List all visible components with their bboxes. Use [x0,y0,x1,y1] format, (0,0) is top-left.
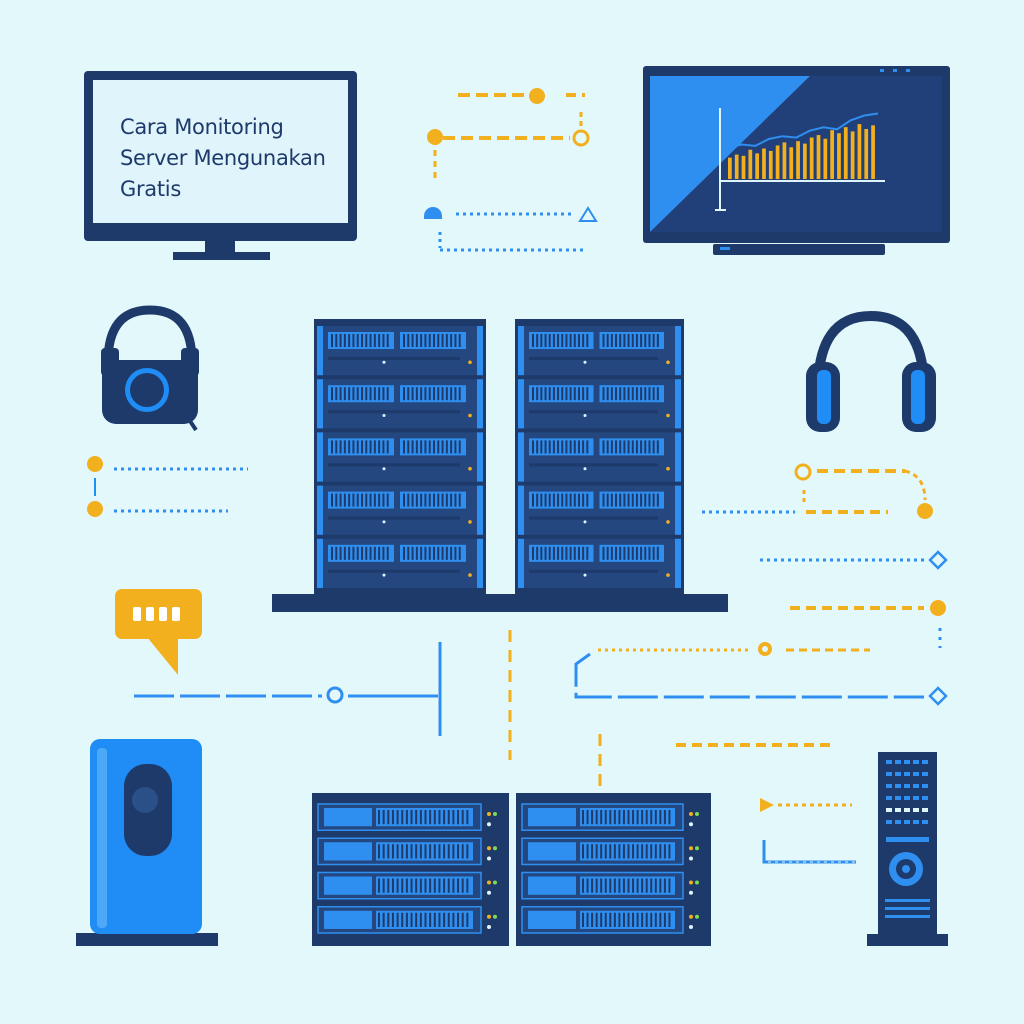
triangle-marker-icon [578,206,598,222]
router-display [886,837,929,842]
dashboard-bar [857,124,862,179]
rack-unit [317,485,483,535]
router-led [895,820,901,824]
dashboard-bar [741,155,746,179]
router-led [904,820,910,824]
rack-unit [317,906,497,934]
router-led [913,760,919,764]
router-led [922,772,928,776]
dashboard-bar [843,127,848,179]
router-led [904,784,910,788]
dashboard-bar [796,141,800,179]
server-rack-bottom-left [312,793,509,946]
router-led [895,760,901,764]
dashboard-bars [728,124,875,179]
router-icon [867,752,948,946]
dashboard-bar [762,148,766,179]
chat-bubble-icon [115,589,202,675]
monitor-title-line-1: Cara Monitoring [120,115,284,139]
tv-icon [643,66,950,255]
dashboard-bar [830,130,835,179]
server-rack-bottom [312,793,711,946]
dashboard-bar [734,154,739,179]
connector-lines-middle [134,630,602,786]
router-led [913,820,919,824]
router-led [886,808,892,812]
dashboard-bar [728,157,732,179]
dashboard-bar [816,135,821,179]
rack-unit [317,326,483,376]
dashboard-bar [864,128,869,179]
rack-unit [317,432,483,482]
connector-lines-right [574,463,948,864]
rack-unit [518,326,681,376]
dashboard-bar [789,147,794,179]
dashboard-bar [782,142,787,179]
rack-unit [521,837,699,866]
router-led [913,784,919,788]
router-led [895,772,901,776]
dashboard-bar [803,143,807,179]
dashboard-bar [748,149,753,179]
monitor-title-line-2: Server Mengunakan [120,146,326,170]
monitor-icon [84,71,357,260]
router-led [913,796,919,800]
dashboard-trend-line [727,112,879,149]
router-led [895,784,901,788]
router-led [922,796,928,800]
router-led [904,808,910,812]
router-led [895,796,901,800]
router-led [922,808,928,812]
monitor-title-line-3: Gratis [120,177,181,201]
rack-unit [521,871,699,900]
dashboard-bar [837,133,841,179]
tower-pc-icon [76,739,218,946]
router-led [922,760,928,764]
dashboard-bar [755,153,760,179]
router-led [904,796,910,800]
lock-icon [424,207,442,219]
dashboard-bar [871,125,875,179]
rack-unit [317,538,483,588]
dashboard-bar [775,145,780,179]
router-led [913,808,919,812]
rack-unit [518,432,681,482]
router-led [886,760,892,764]
rack-unit [317,379,483,429]
router-led [886,784,892,788]
dashboard-bar [850,131,855,179]
router-led [922,820,928,824]
router-led [904,760,910,764]
rack-unit [521,803,699,831]
router-led [886,796,892,800]
connector-lines-top [427,88,590,252]
router-led [895,808,901,812]
dashboard-bar [823,138,828,179]
server-rack-right [515,319,684,595]
monitor-title: Cara Monitoring Server Mengunakan Gratis [120,112,346,205]
router-led [904,772,910,776]
server-rack-left [314,319,486,595]
rack-unit [518,538,681,588]
router-led [886,772,892,776]
rack-unit [518,379,681,429]
headphones-icon [806,310,936,432]
dashboard-bar [768,150,773,179]
router-led [913,772,919,776]
connector-lines-left [87,456,248,517]
rack-unit [521,906,699,934]
router-led [886,820,892,824]
rack-unit [518,485,681,535]
server-rack-bottom-right [516,793,711,946]
rack-unit [317,837,497,866]
router-led [922,784,928,788]
rack-unit [317,803,497,831]
headset-icon [101,305,199,432]
dashboard-bar [809,137,814,179]
server-rack-icon [272,319,728,612]
rack-unit [317,871,497,900]
